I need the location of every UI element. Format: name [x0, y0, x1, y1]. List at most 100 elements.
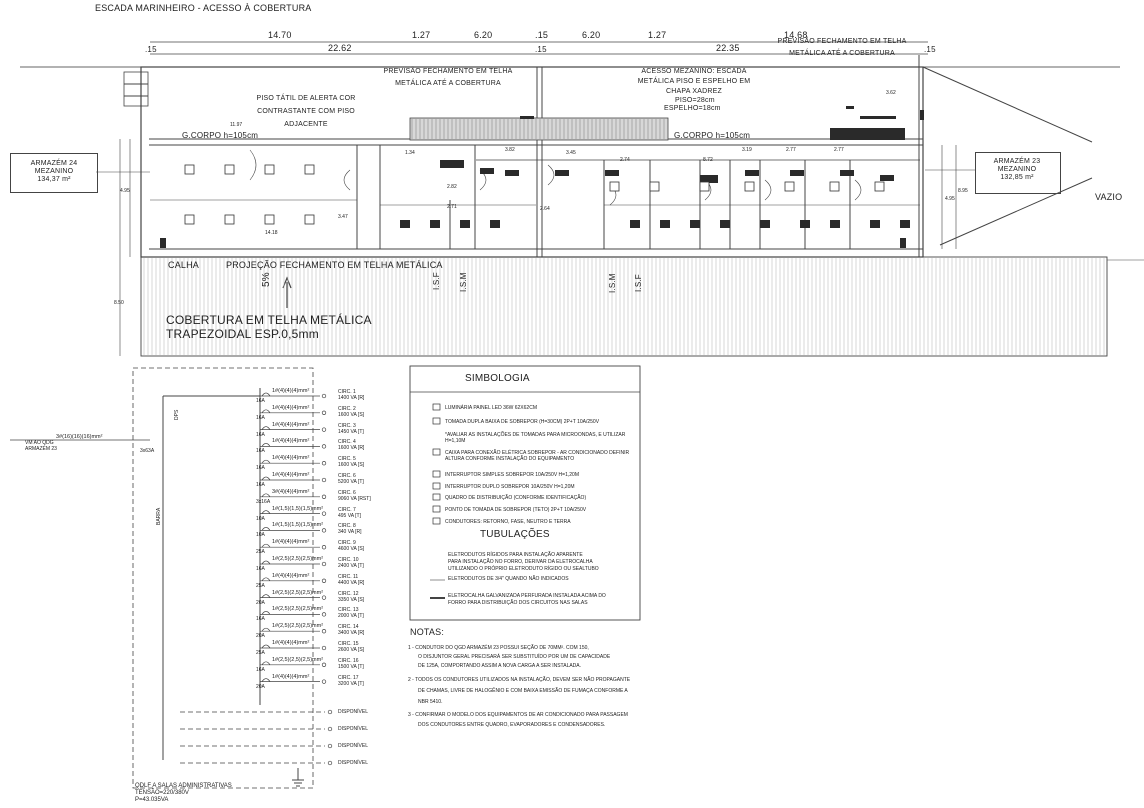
equipment-block	[555, 170, 569, 176]
circuit-load: 340 VA [R]	[338, 529, 362, 536]
circuit-name: CIRC. 4	[338, 439, 356, 446]
luminaire-symbol	[264, 164, 275, 175]
circuit-cable: 1#(4)(4)(4)mm²	[272, 472, 310, 478]
espelho-label: ESPELHO=18cm	[664, 105, 721, 112]
circuit-cable: 1#(4)(4)(4)mm²	[272, 455, 310, 462]
legend-symbol	[432, 417, 441, 425]
circuit-breaker: 16A	[256, 666, 265, 673]
armazem23-title: ARMAZÉM 23	[993, 158, 1041, 165]
breaker-symbol	[261, 611, 271, 615]
main-breaker-label: 3x63A	[140, 448, 155, 454]
dim-top-1: .15	[145, 45, 157, 54]
breaker-symbol	[261, 392, 271, 397]
legend-item: INTERRUPTOR SIMPLES SOBREPOR 10A/250V H=…	[445, 472, 579, 478]
spare-terminal	[327, 760, 333, 766]
equipment-block	[760, 220, 770, 228]
note-line: 2 - TODOS OS CONDUTORES UTILIZADOS NA IN…	[408, 677, 631, 683]
barra-label: BARRA	[156, 507, 162, 525]
equipment-block	[160, 238, 166, 248]
breaker-symbol	[261, 644, 271, 649]
legend-item: QUADRO DE DISTRIBUIÇÃO (CONFORME IDENTIF…	[445, 495, 587, 501]
circuit-terminal	[321, 461, 327, 466]
gcorpo-left-label: G.CORPO h=105cm	[182, 131, 259, 140]
equipment-block	[880, 175, 894, 181]
inner-dim: 2.64	[540, 206, 550, 212]
circuit-name: CIRC. 8	[338, 523, 356, 530]
previsao-center-label: PREVISÃO FECHAMENTO EM TELHA METÁLICA AT…	[383, 68, 513, 87]
dim-top-2: 14.70	[268, 30, 292, 40]
inner-dim: 3.19	[742, 147, 752, 153]
spare-circuit-label: DISPONÍVEL	[338, 726, 369, 732]
circuit-load: 1600 VA [S]	[338, 462, 365, 469]
breaker-symbol	[261, 459, 271, 464]
circuit-terminal	[321, 578, 327, 583]
tubulacao-item: PARA INSTALAÇÃO NO FORRO, DERIVAR DA ELE…	[448, 559, 593, 565]
luminaire-symbol	[224, 164, 235, 175]
circuit-load: 2400 VA [T]	[338, 563, 364, 569]
note-line: DE CHAMAS, LIVRE DE HALOGÊNIO E COM BAIX…	[418, 688, 628, 694]
equipment-block	[505, 170, 519, 176]
legend-symbol	[432, 493, 441, 501]
equipment-block	[860, 116, 896, 119]
circuit-breaker: 25A	[256, 582, 265, 589]
gcorpo-right-label: G.CORPO h=105cm	[674, 131, 751, 140]
equipment-block	[800, 220, 810, 228]
dim-top-8: 14.68	[784, 30, 808, 40]
circuit-name: CIRC. 1	[338, 389, 356, 395]
dim-top-4: 6.20	[474, 30, 493, 40]
circuit-terminal	[321, 629, 327, 634]
dim-second-2: .15	[535, 45, 547, 54]
ism-2: I.S.M	[608, 273, 617, 293]
circuit-breaker: 16A	[256, 414, 265, 421]
circuit-name: CIRC. 11	[338, 573, 359, 580]
dim-top-7: 1.27	[648, 30, 667, 40]
dim-top-5: .15	[535, 30, 549, 40]
breaker-symbol	[261, 510, 271, 514]
qdlf-potencia: P=43.035VA	[135, 797, 169, 803]
piso-tatil-label: PISO TÁTIL DE ALERTA COR CONTRASTANTE CO…	[256, 95, 356, 128]
luminaire-symbol	[874, 181, 885, 192]
dps-label: DPS	[174, 409, 180, 420]
circuit-name: CIRC. 13	[338, 607, 359, 614]
slope-label: 5%	[261, 272, 272, 287]
tubulacao-item: ELETROCALHA GALVANIZADA PERFURADA INSTAL…	[448, 593, 606, 599]
legend-symbol	[432, 482, 441, 490]
circuit-name: CIRC. 6	[338, 473, 356, 479]
equipment-block	[605, 170, 619, 176]
inner-dim: 3.45	[566, 150, 576, 156]
inner-dim: 4.95	[120, 188, 130, 194]
inner-dim: 2.74	[620, 157, 630, 163]
armazem24-frame	[10, 153, 98, 193]
cobertura-line2: TRAPEZOIDAL ESP.0,5mm	[166, 327, 319, 341]
inner-dim: 2.71	[447, 204, 457, 210]
luminaire-symbol	[304, 214, 315, 225]
note-line: NBR 5410.	[418, 699, 443, 705]
equipment-block	[870, 220, 880, 228]
circuit-cable: 1#(2,5)(2,5)(2,5)mm²	[272, 556, 324, 562]
armazem24-title: ARMAZÉM 24	[30, 160, 78, 167]
breaker-symbol	[261, 577, 271, 582]
breaker-symbol	[261, 594, 271, 598]
inner-dim: 8.50	[114, 300, 124, 306]
spare-circuit-label: DISPONÍVEL	[338, 743, 369, 749]
equipment-block	[700, 175, 718, 183]
circuit-breaker: 25A	[256, 549, 265, 556]
dim-second-1: 22.62	[328, 43, 352, 53]
spare-terminal	[327, 743, 333, 749]
equipment-block	[660, 220, 670, 228]
circuit-cable: 1#(2,5)(2,5)(2,5)mm²	[272, 606, 324, 613]
armazem24-area: 134,37 m²	[37, 176, 71, 183]
circuit-cable: 1#(4)(4)(4)mm²	[272, 388, 310, 394]
equipment-block	[520, 116, 534, 119]
circuit-breaker: 10A	[256, 515, 265, 522]
equipment-block	[745, 170, 759, 176]
circuit-breaker: 3x16A	[256, 498, 271, 505]
spare-terminal	[327, 709, 333, 715]
circuit-terminal	[321, 528, 327, 533]
note-line: 3 - CONFIRMAR O MODELO DOS EQUIPAMENTOS …	[408, 712, 628, 718]
circuit-load: 3350 VA [S]	[338, 596, 365, 603]
inner-dim: 2.82	[447, 184, 457, 190]
luminaire-symbol	[224, 214, 235, 225]
circuit-load: 2000 VA [T]	[338, 613, 364, 620]
